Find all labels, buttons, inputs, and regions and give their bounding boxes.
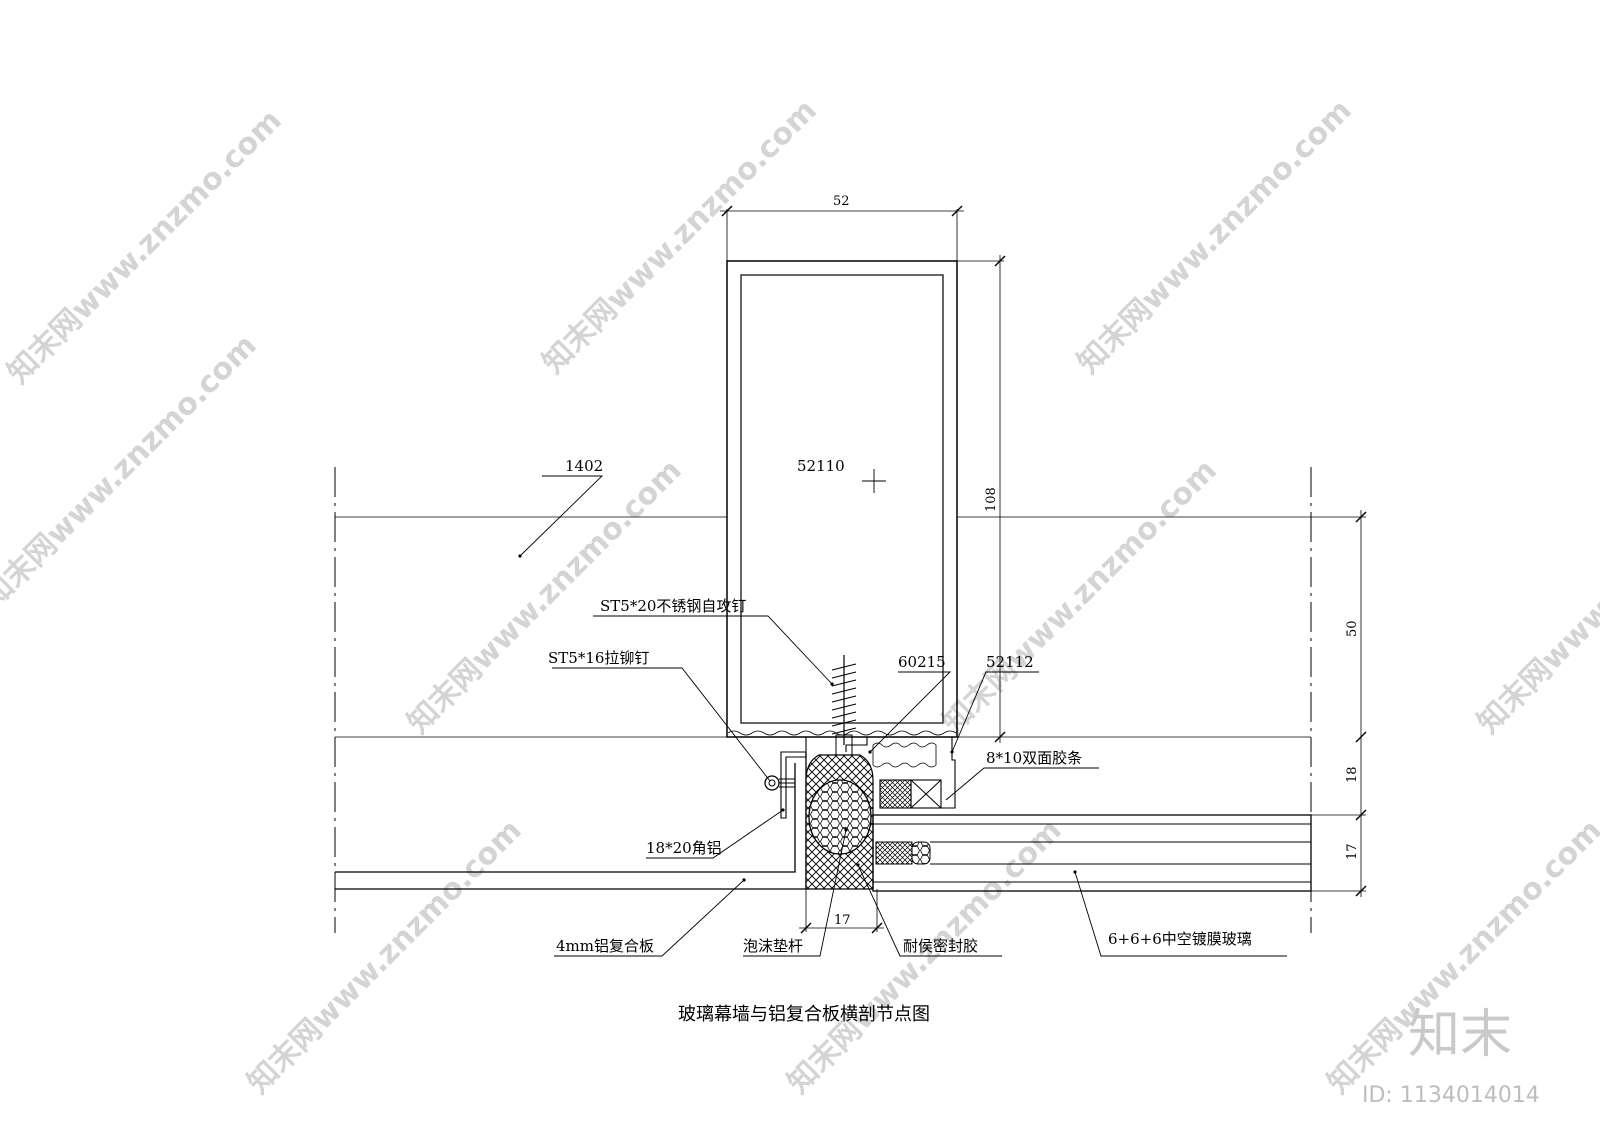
label-52112: 52112: [986, 653, 1034, 671]
leader-1402: [519, 475, 604, 557]
label-screw: ST5*20不锈钢自攻钉: [600, 597, 746, 615]
watermark-text: 知末网www.znzmo.com: [1071, 93, 1359, 381]
glass-spacer-sealant: [875, 841, 913, 865]
label-1402: 1402: [565, 457, 603, 475]
dim-18: 18: [1345, 766, 1360, 783]
double-sided-tape: [879, 779, 912, 809]
part-52112: [867, 736, 956, 809]
label-rivet: ST5*16拉铆钉: [548, 649, 649, 667]
label-panel: 4mm铝复合板: [556, 937, 654, 955]
clip-wave: [872, 742, 937, 768]
brand-logo: 知末: [1408, 1005, 1512, 1065]
label-angle: 18*20角铝: [646, 839, 722, 857]
leader-foam: [743, 829, 847, 957]
leader-angle: [646, 809, 784, 859]
image-id: ID: 1134014014: [1362, 1083, 1540, 1108]
label-tape: 8*10双面胶条: [986, 749, 1082, 767]
label-60215: 60215: [898, 653, 946, 671]
watermark-text: 知末网www.znzmo.com: [936, 453, 1224, 741]
leader-panel: [554, 879, 745, 957]
composite-panel-top: [335, 763, 796, 873]
label-glass: 6+6+6中空镀膜玻璃: [1108, 930, 1252, 948]
dim-50: 50: [1345, 620, 1360, 637]
watermark-text: 知末网www.znzmo.com: [536, 93, 824, 381]
label-sealant: 耐侯密封胶: [903, 937, 978, 955]
insulating-glass: [872, 814, 1312, 892]
leader-dots: [518, 554, 1077, 882]
glass-spacer: [911, 841, 931, 865]
leader-52112: [951, 671, 1039, 753]
foam-rod: [808, 779, 872, 855]
leader-screw: [593, 615, 833, 685]
dim-17-bottom: 17: [834, 913, 851, 928]
dim-52: 52: [833, 194, 850, 209]
dim-17-right: 17: [1345, 843, 1360, 860]
watermark-text: 知末网www.znzmo.com: [241, 813, 529, 1101]
leader-glass: [1074, 871, 1287, 957]
label-foam-rod: 泡沫垫杆: [743, 937, 803, 955]
part-60215: [805, 736, 868, 752]
rivet: [764, 775, 795, 791]
self-tapping-screw: [831, 655, 857, 759]
dim-108: 108: [984, 487, 999, 512]
leader-tape: [945, 767, 1099, 801]
watermark-text: 知末网www.znzmo.com: [1471, 453, 1600, 741]
angle-aluminium: [780, 751, 807, 819]
leader-60215: [869, 671, 952, 753]
label-52110: 52110: [797, 457, 845, 475]
leader-rivet: [552, 667, 771, 782]
leader-sealant: [857, 864, 1002, 957]
setting-block: [910, 779, 942, 809]
drawing-title: 玻璃幕墙与铝复合板横剖节点图: [678, 1004, 930, 1025]
